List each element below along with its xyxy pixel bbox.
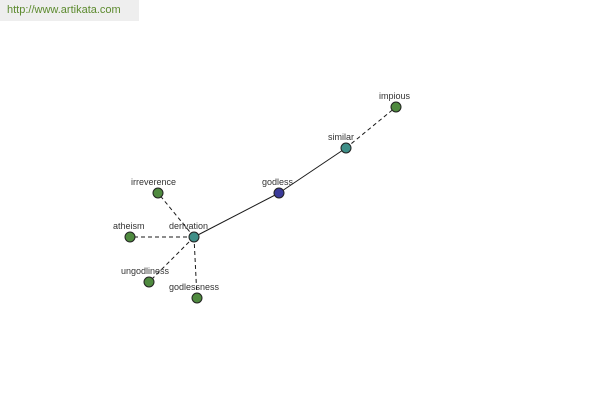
- edge-derivation-godlessness: [193, 236, 198, 299]
- node-similar-label[interactable]: similar: [328, 132, 354, 142]
- edge-godless-derivation: [193, 192, 280, 238]
- node-godlessness-label[interactable]: godlessness: [169, 282, 220, 292]
- node-impious-label[interactable]: impious: [379, 91, 411, 101]
- node-atheism-marker[interactable]: [124, 231, 136, 243]
- node-similar[interactable]: similar: [328, 132, 354, 154]
- node-godless[interactable]: godless: [262, 177, 294, 199]
- edge-similar-impious: [345, 106, 397, 149]
- graph-nodes: godless similar impious derivation irrev…: [113, 91, 411, 304]
- edge-derivation-irreverence: [157, 192, 195, 238]
- node-irreverence-marker[interactable]: [152, 187, 164, 199]
- node-godlessness[interactable]: godlessness: [169, 282, 220, 304]
- node-godlessness-marker[interactable]: [191, 292, 203, 304]
- node-ungodliness-label[interactable]: ungodliness: [121, 266, 170, 276]
- node-atheism-label[interactable]: atheism: [113, 221, 145, 231]
- edge-godless-similar: [278, 147, 347, 194]
- node-atheism[interactable]: atheism: [113, 221, 145, 243]
- node-impious-marker[interactable]: [390, 101, 402, 113]
- node-ungodliness[interactable]: ungodliness: [121, 266, 170, 288]
- site-url-text[interactable]: http://www.artikata.com: [7, 4, 121, 16]
- node-godless-label[interactable]: godless: [262, 177, 294, 187]
- node-derivation[interactable]: derivation: [169, 221, 208, 243]
- edge-derivation-ungodliness: [148, 236, 195, 283]
- node-derivation-marker[interactable]: [188, 231, 200, 243]
- node-godless-marker[interactable]: [273, 187, 285, 199]
- node-derivation-label[interactable]: derivation: [169, 221, 208, 231]
- node-impious[interactable]: impious: [379, 91, 411, 113]
- node-similar-marker[interactable]: [340, 142, 352, 154]
- site-url-banner[interactable]: http://www.artikata.com: [0, 0, 139, 21]
- graph-edges: [130, 106, 397, 299]
- node-irreverence[interactable]: irreverence: [131, 177, 176, 199]
- node-irreverence-label[interactable]: irreverence: [131, 177, 176, 187]
- node-ungodliness-marker[interactable]: [143, 276, 155, 288]
